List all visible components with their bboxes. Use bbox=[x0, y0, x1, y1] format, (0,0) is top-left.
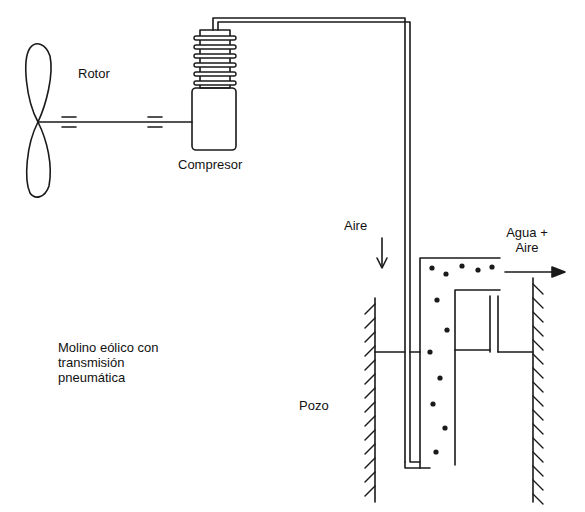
bubble bbox=[433, 449, 438, 454]
fin bbox=[194, 45, 236, 49]
hatch-stroke bbox=[533, 480, 543, 490]
hatch-stroke bbox=[533, 340, 543, 350]
ground-hatching bbox=[365, 284, 543, 504]
bearing bbox=[148, 126, 162, 128]
hatch-stroke bbox=[365, 430, 375, 440]
caption-note: Molino eólico con transmisión pneumática bbox=[58, 340, 190, 385]
hatch-stroke bbox=[533, 452, 543, 462]
hatch-stroke bbox=[365, 416, 375, 426]
bubble bbox=[475, 267, 480, 272]
air-arrow bbox=[381, 238, 383, 266]
bubble bbox=[434, 297, 439, 302]
flow-label: Aire bbox=[344, 218, 367, 233]
air-bubbles bbox=[427, 263, 494, 454]
hatch-stroke bbox=[533, 298, 543, 308]
outer-casing bbox=[497, 296, 499, 352]
water-level bbox=[410, 351, 420, 353]
bubble bbox=[427, 349, 432, 354]
rotor-blade bbox=[27, 122, 51, 197]
fin bbox=[194, 63, 236, 67]
cooling-fins bbox=[194, 36, 236, 85]
hatch-stroke bbox=[365, 458, 375, 468]
outer-casing bbox=[489, 296, 491, 352]
water-level bbox=[375, 351, 405, 353]
air-pipe bbox=[218, 22, 420, 462]
fin bbox=[194, 36, 236, 40]
hatch-stroke bbox=[365, 332, 375, 342]
hatch-stroke bbox=[533, 382, 543, 392]
hatch-stroke bbox=[365, 486, 375, 496]
hatch-stroke bbox=[533, 494, 543, 504]
riser-tube bbox=[420, 258, 500, 468]
hatch-stroke bbox=[533, 424, 543, 434]
air-pipe bbox=[213, 18, 405, 462]
tube-bottom bbox=[405, 462, 430, 468]
bearing bbox=[62, 126, 76, 128]
bubble bbox=[442, 425, 447, 430]
hatch-stroke bbox=[533, 354, 543, 364]
compressor-body bbox=[192, 88, 236, 150]
hatch-stroke bbox=[365, 402, 375, 412]
hatch-stroke bbox=[533, 466, 543, 476]
riser-tube bbox=[455, 290, 500, 465]
hatch-stroke bbox=[365, 304, 375, 314]
arrowhead bbox=[377, 258, 387, 268]
rotor-blade bbox=[26, 44, 51, 122]
hatch-stroke bbox=[365, 318, 375, 328]
hatch-stroke bbox=[365, 444, 375, 454]
hatch-stroke bbox=[533, 410, 543, 420]
fin bbox=[194, 72, 236, 76]
bubble bbox=[437, 375, 442, 380]
hatch-stroke bbox=[533, 396, 543, 406]
hatch-stroke bbox=[533, 312, 543, 322]
hatch-stroke bbox=[533, 438, 543, 448]
hatch-stroke bbox=[533, 368, 543, 378]
bubble bbox=[430, 401, 435, 406]
bubble bbox=[429, 265, 434, 270]
hatch-stroke bbox=[365, 360, 375, 370]
flow-label: Agua + Aire bbox=[505, 225, 549, 255]
hatch-stroke bbox=[365, 388, 375, 398]
bubble bbox=[459, 263, 464, 268]
bubble bbox=[444, 327, 449, 332]
shaft bbox=[38, 121, 192, 123]
bearing bbox=[62, 116, 76, 118]
hatch-stroke bbox=[365, 374, 375, 384]
water-level bbox=[498, 351, 533, 353]
water-level bbox=[455, 349, 490, 351]
part-label: Pozo bbox=[299, 398, 329, 413]
part-label: Compresor bbox=[178, 157, 242, 172]
bubble bbox=[489, 264, 494, 269]
hatch-stroke bbox=[533, 326, 543, 336]
fin bbox=[194, 81, 236, 85]
bearing bbox=[148, 116, 162, 118]
hatch-stroke bbox=[365, 472, 375, 482]
part-label: Rotor bbox=[78, 66, 110, 81]
hatch-stroke bbox=[365, 346, 375, 356]
fin bbox=[194, 54, 236, 58]
bubble bbox=[443, 271, 448, 276]
arrowhead bbox=[552, 267, 565, 277]
hatch-stroke bbox=[533, 284, 543, 294]
